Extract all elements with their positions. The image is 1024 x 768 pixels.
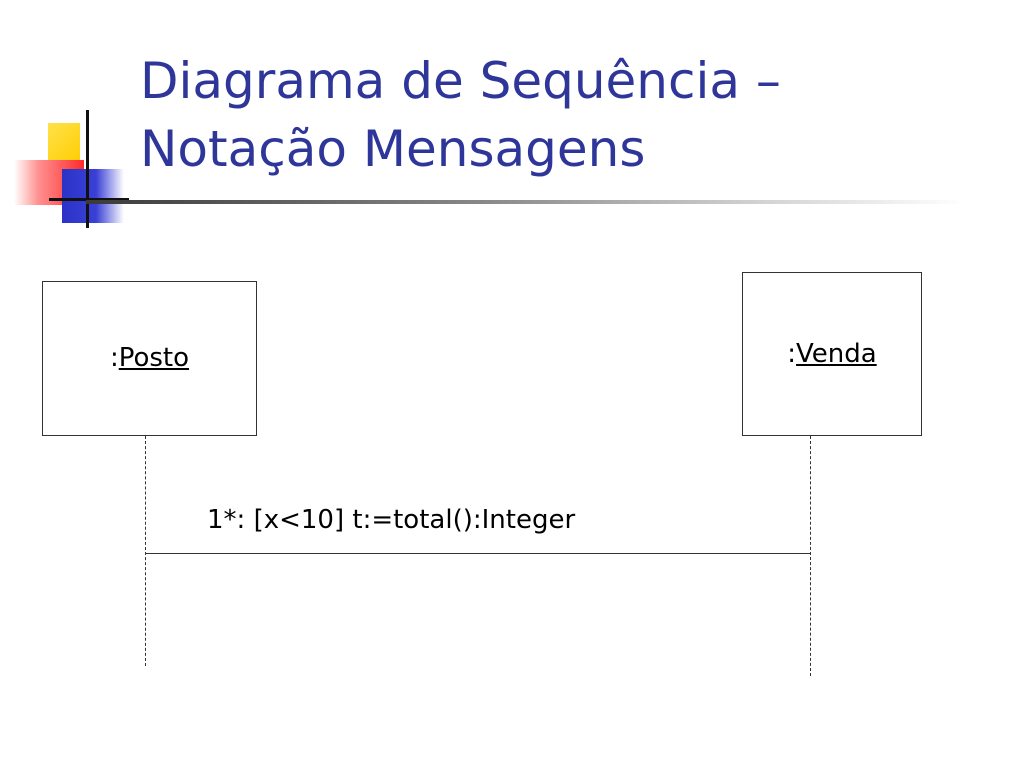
object-name-venda: Venda	[796, 339, 877, 369]
object-prefix-venda: :	[787, 339, 797, 369]
object-name-posto: Posto	[118, 343, 190, 373]
logo-horizontal-line	[49, 198, 129, 201]
object-label-posto: :Posto	[43, 343, 256, 373]
object-box-venda: :Venda	[742, 272, 922, 436]
slide-logo-decoration	[0, 0, 160, 240]
lifeline-venda	[810, 436, 811, 676]
object-label-venda: :Venda	[743, 339, 921, 369]
message-line	[145, 553, 810, 554]
slide-title-line-1: Diagrama de Sequência –	[140, 52, 781, 110]
message-label: 1*: [x<10] t:=total():Integer	[207, 505, 576, 535]
slide-title-line-2: Notação Mensagens	[140, 120, 646, 178]
logo-vertical-line	[86, 110, 89, 228]
title-underline-rule	[86, 200, 966, 204]
logo-blue-square	[62, 169, 124, 223]
logo-yellow-square	[48, 123, 80, 165]
object-prefix-posto: :	[109, 343, 119, 373]
slide-title: Diagrama de Sequência – Notação Mensagen…	[140, 47, 1000, 183]
object-box-posto: :Posto	[42, 281, 257, 436]
lifeline-posto	[145, 436, 146, 666]
